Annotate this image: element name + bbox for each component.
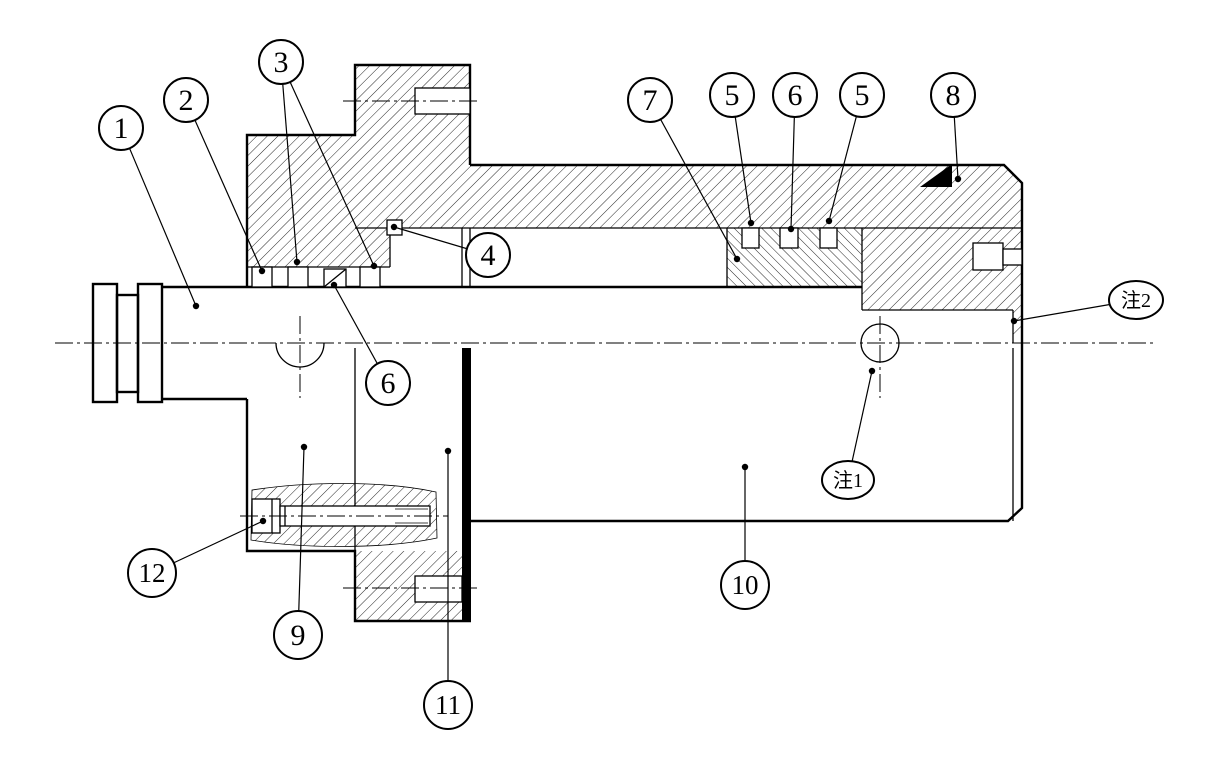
balloon-label: 3 [274,46,289,79]
balloon-label: 12 [139,558,166,588]
balloon-label: 11 [435,690,461,720]
flange-upper-outline [245,63,472,287]
balloon-label: 7 [643,84,658,117]
end-cap-plug-tip [1002,248,1023,266]
callout-12: 12 [127,548,177,598]
callout-10: 10 [720,560,770,610]
cylinder-body-outline [470,163,1024,523]
seal-wedge [920,164,952,187]
balloon-label: 8 [946,79,961,112]
note-2: 注2 [1108,280,1164,320]
balloon-circle [720,560,770,610]
gasket-band [462,348,471,621]
callout-5-right: 5 [839,72,885,118]
piston-seal-right [819,227,838,249]
bottom-boss-port-channel [414,575,463,603]
callout-9: 9 [273,610,323,660]
balloon-circle [839,72,885,118]
balloon-circle [258,39,304,85]
balloon-circle [627,77,673,123]
balloon-circle [365,360,411,406]
front-port-arc [275,342,325,368]
balloon-circle [127,548,177,598]
balloon-label: 6 [788,79,803,112]
balloon-circle [930,72,976,118]
callout-2: 2 [163,77,209,123]
callout-5-left: 5 [709,72,755,118]
balloon-label: 10 [732,570,759,600]
balloon-label: 9 [291,619,306,652]
balloon-circle [772,72,818,118]
piston-seal-left [741,227,760,249]
note-ellipse [1108,280,1164,320]
balloon-label: 5 [855,79,870,112]
rod-seal-2 [287,266,309,288]
centerlines [55,100,1155,589]
cylinder-barrel-wall-section [470,165,1022,228]
note-ellipse [821,460,875,500]
balloon-label: 1 [114,112,129,145]
balloon-circle [465,232,511,278]
callouts: 1 2 3 4 6 7 5 6 [98,39,1164,730]
callout-8: 8 [930,72,976,118]
note-label: 注2 [1121,289,1151,312]
front-gland-flange-section [247,65,470,267]
callout-4: 4 [465,232,511,278]
balloon-label: 5 [725,79,740,112]
rod-seal-1 [251,266,273,288]
end-cap-plug-body [972,242,1004,271]
balloon-circle [709,72,755,118]
note-1: 注1 [821,460,875,500]
callout-7: 7 [627,77,673,123]
rod-seal-3-diagonal [323,268,347,288]
callout-6-upper: 6 [772,72,818,118]
balloon-circle [423,680,473,730]
note-label: 注1 [833,469,863,492]
callout-1: 1 [98,105,144,151]
callout-6-lower: 6 [365,360,411,406]
balloon-circle [273,610,323,660]
balloon-label: 4 [481,239,496,272]
callout-3: 3 [258,39,304,85]
rod-seal-4 [359,266,381,288]
balloon-label: 2 [179,84,194,117]
callout-11: 11 [423,680,473,730]
balloon-label: 6 [381,367,396,400]
balloon-circle [98,105,144,151]
balloon-circle [163,77,209,123]
